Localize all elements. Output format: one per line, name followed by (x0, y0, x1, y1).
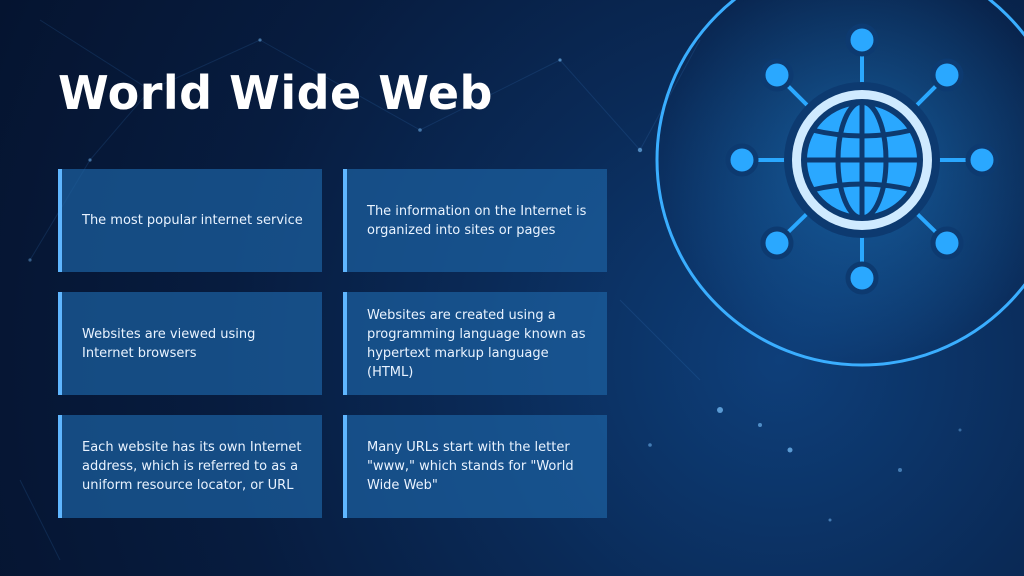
card-text: Websites are viewed using Internet brows… (82, 326, 256, 361)
card-text: Each website has its own Internet addres… (82, 440, 302, 493)
info-card: Websites are viewed using Internet brows… (58, 292, 322, 395)
info-card: Each website has its own Internet addres… (58, 415, 322, 518)
info-card: Websites are created using a programming… (343, 292, 607, 395)
card-text: Websites are created using a programming… (367, 307, 586, 380)
card-text: The information on the Internet is organ… (367, 203, 587, 238)
card-text: The most popular internet service (82, 213, 303, 228)
card-text: Many URLs start with the letter "www," w… (367, 440, 574, 493)
info-card: The most popular internet service (58, 169, 322, 272)
info-card: The information on the Internet is organ… (343, 169, 607, 272)
slide-title: World Wide Web (58, 66, 493, 120)
info-card: Many URLs start with the letter "www," w… (343, 415, 607, 518)
